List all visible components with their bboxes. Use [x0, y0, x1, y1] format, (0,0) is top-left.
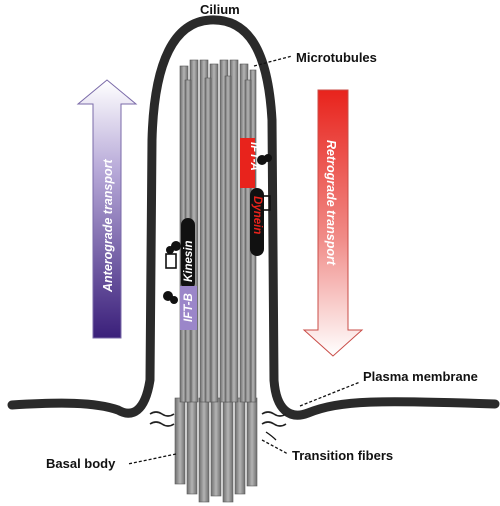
plasma-membrane-label: Plasma membrane: [363, 369, 478, 384]
transition-fibers: [149, 411, 287, 427]
ciliary-membrane: [7, 15, 500, 420]
ift-a-dynein-complex: IFT-A Dynein: [240, 138, 272, 256]
kinesin-label: Kinesin: [183, 240, 195, 282]
ift-b-label: IFT-B: [183, 293, 195, 322]
transition-fiber-pointer: [265, 431, 277, 441]
ift-a-particle: [240, 138, 255, 188]
dynein-motor-head: [257, 154, 272, 165]
microtubules-label: Microtubules: [296, 50, 377, 65]
anterograde-label: Anterograde transport: [101, 159, 115, 293]
basal-body-label: Basal body: [46, 456, 116, 471]
dynein-motor: [250, 188, 264, 256]
kinesin-linker: [165, 253, 177, 269]
transition-fibers-label: Transition fibers: [292, 448, 393, 463]
kinesin-motor-head: [163, 241, 181, 304]
leader-lines: [127, 55, 361, 465]
ift-b-kinesin-complex: Kinesin IFT-B: [163, 218, 197, 330]
ift-b-particle: [180, 286, 197, 330]
kinesin-motor: [181, 218, 195, 290]
retrograde-arrow: Retrograde transport: [302, 89, 364, 357]
anterograde-arrow: Anterograde transport: [76, 79, 138, 339]
ift-a-label: IFT-A: [248, 142, 260, 171]
cilium-label: Cilium: [200, 2, 240, 17]
dynein-label: Dynein: [251, 196, 263, 234]
retrograde-label: Retrograde transport: [324, 140, 338, 266]
basal-body: [174, 397, 258, 503]
